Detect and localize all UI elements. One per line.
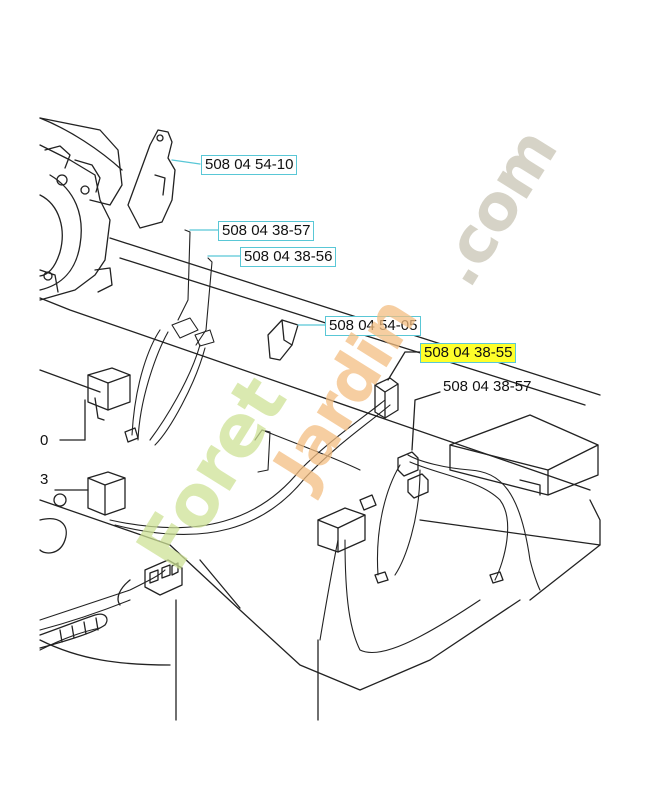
connector-part-38-57-lower — [397, 391, 441, 499]
part-label-508-04-38-57-lower: 508 04 38-57 — [443, 378, 532, 395]
micro-switch-left — [59, 367, 131, 441]
relay-part-38-55 — [374, 351, 421, 419]
switch-left-lower — [39, 471, 126, 554]
part-label-508-04-54-05: 508 04 54-05 — [325, 316, 422, 336]
part-label-508-04-38-56: 508 04 38-56 — [240, 247, 337, 267]
part-label-508-04-54-10: 508 04 54-10 — [201, 155, 298, 175]
edge-label-0: 0 — [40, 432, 49, 449]
leader-lines — [175, 229, 319, 721]
wire-harness — [39, 229, 541, 654]
micro-switch-lower — [317, 494, 377, 553]
connector-part-54-05 — [267, 319, 326, 361]
part-label-508-04-38-57: 508 04 38-57 — [218, 221, 315, 241]
part-label-508-04-38-55: 508 04 38-55 — [420, 343, 517, 363]
motor-assembly — [39, 117, 123, 301]
plug-connector — [117, 559, 183, 606]
hose — [39, 613, 108, 649]
bracket-part-54-10 — [127, 129, 201, 229]
edge-label-3: 3 — [40, 471, 49, 488]
control-box — [449, 414, 599, 496]
terminals — [124, 427, 504, 584]
